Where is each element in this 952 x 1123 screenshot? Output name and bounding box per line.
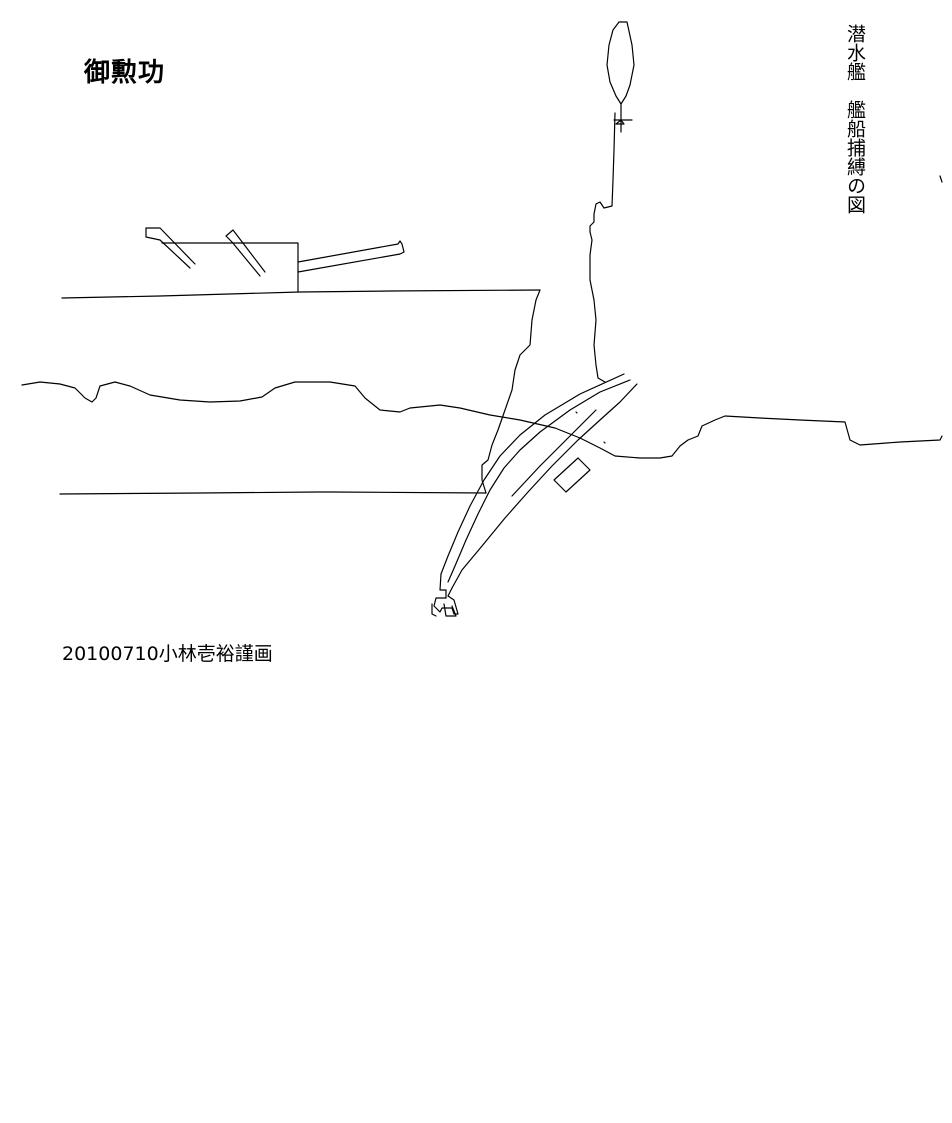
balloon-envelope [606, 21, 635, 105]
tether-line [589, 112, 616, 383]
turret-box [161, 242, 299, 293]
balloon-string [615, 103, 625, 133]
submarine-centerline [511, 409, 597, 497]
detail-dot-1 [575, 411, 578, 414]
signature: 20100710小林壱裕謹画 [62, 643, 273, 665]
edge-mark [939, 175, 943, 183]
title: 御勲功 [84, 58, 166, 88]
submarine-hull-right [451, 383, 638, 589]
submarine-hull-mid [447, 379, 631, 583]
vertical-caption: 潜水艦 艦船捕縛の図 [844, 24, 866, 214]
submarine-stern [433, 573, 459, 615]
submarine-conning-tower [553, 457, 591, 493]
ship-bottom-line [59, 491, 487, 495]
sea-surface-wave [21, 381, 943, 459]
submarine-propeller [431, 603, 457, 617]
middle-gun-barrel [225, 229, 266, 277]
detail-dot-2 [603, 441, 606, 444]
left-gun-barrel [145, 227, 196, 269]
ship-bow-edge [481, 289, 541, 494]
turret-gun [297, 240, 405, 273]
ship-deck-line [61, 289, 541, 299]
submarine-hull-left [440, 373, 625, 575]
